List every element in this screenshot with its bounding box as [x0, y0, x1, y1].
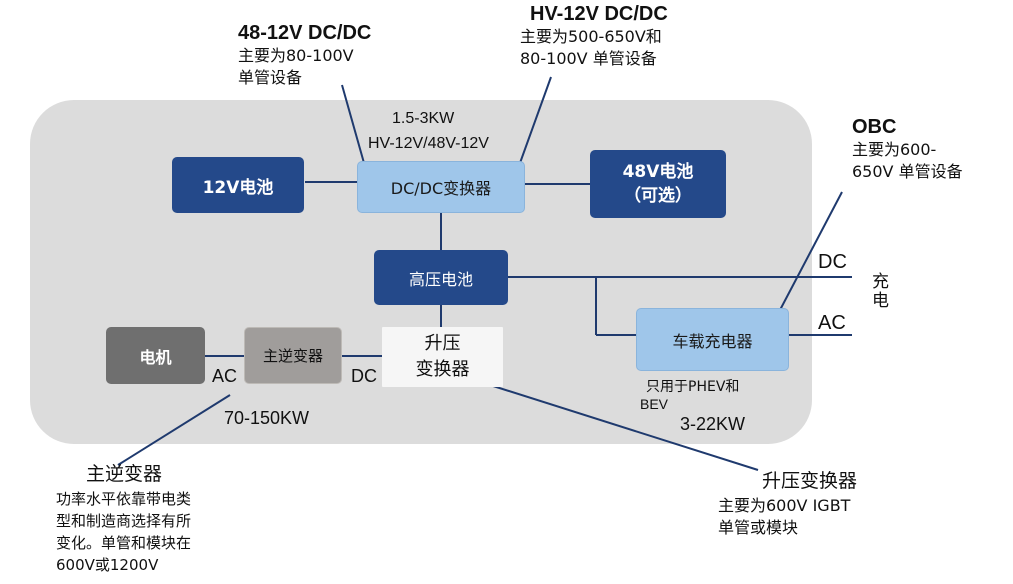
label-dcdc-power: 1.5-3KW	[392, 110, 455, 127]
block-dcdc-converter: DC/DC变换器	[357, 161, 525, 213]
callout-obc-line1: 主要为600-	[852, 140, 937, 159]
label-obc-note-1: 只用于PHEV和	[646, 379, 740, 395]
label-charging: 充电	[868, 272, 888, 310]
label-obc-note-2: BEV	[640, 396, 669, 412]
block-boost-line2: 变换器	[415, 359, 470, 380]
label-dcdc-voltage: HV-12V/48V-12V	[368, 135, 489, 152]
label-inverter-power: 70-150KW	[224, 408, 310, 428]
callout-hv-12v-line1: 主要为500-650V和	[520, 27, 662, 46]
block-main-inverter: 主逆变器	[244, 327, 342, 384]
leader-48dcdc	[341, 84, 365, 164]
callout-inverter-line1: 功率水平依靠带电类	[56, 490, 192, 508]
block-motor: 电机	[106, 327, 205, 384]
callout-obc-title: OBC	[852, 116, 897, 138]
label-dc-left: DC	[351, 366, 377, 386]
block-12v-battery: 12V电池	[172, 157, 304, 213]
callout-main-inverter: 主逆变器 功率水平依靠带电类 型和制造商选择有所 变化。单管和模块在 600V或…	[56, 460, 191, 576]
block-48v-battery: 48V电池 （可选）	[590, 150, 726, 218]
callout-inverter-line3: 变化。单管和模块在	[56, 534, 192, 552]
block-hv-battery: 高压电池	[374, 250, 508, 305]
callout-inverter-title: 主逆变器	[86, 463, 163, 485]
callout-inverter-line2: 型和制造商选择有所	[56, 512, 192, 530]
block-onboard-charger: 车载充电器	[636, 308, 789, 371]
callout-48-12v-dcdc: 48-12V DC/DC 主要为80-100V 单管设备	[238, 22, 371, 89]
callout-hv-12v-dcdc: HV-12V DC/DC 主要为500-650V和 80-100V 单管设备	[520, 3, 668, 70]
label-ac-right: AC	[818, 312, 846, 334]
label-ac-left: AC	[212, 366, 238, 386]
callout-boost-line2: 单管或模块	[718, 518, 799, 537]
block-48v-battery-line1: 48V电池	[622, 162, 694, 182]
callout-hv-12v-title: HV-12V DC/DC	[530, 3, 668, 25]
callout-obc: OBC 主要为600- 650V 单管设备	[852, 116, 963, 183]
callout-boost-line1: 主要为600V IGBT	[718, 496, 851, 515]
callout-boost-converter: 升压变换器 主要为600V IGBT 单管或模块	[718, 467, 857, 539]
callout-48-12v-line2: 单管设备	[238, 68, 303, 87]
block-boost-line1: 升压	[424, 333, 461, 354]
callout-48-12v-line1: 主要为80-100V	[238, 46, 354, 65]
callout-obc-line2: 650V 单管设备	[852, 162, 963, 181]
callout-48-12v-title: 48-12V DC/DC	[238, 22, 372, 44]
leader-inverter	[117, 394, 231, 466]
callout-hv-12v-line2: 80-100V 单管设备	[520, 49, 657, 68]
leader-hvdcdc	[519, 76, 552, 164]
block-48v-battery-line2: （可选）	[624, 186, 692, 206]
callout-boost-title: 升压变换器	[762, 470, 858, 492]
callout-inverter-line4: 600V或1200V	[56, 556, 159, 574]
label-obc-power: 3-22KW	[680, 414, 746, 434]
block-boost-converter: 升压 变换器	[382, 327, 503, 387]
leader-obc	[779, 191, 843, 311]
label-dc-right: DC	[818, 251, 847, 273]
leader-boost	[489, 384, 759, 471]
